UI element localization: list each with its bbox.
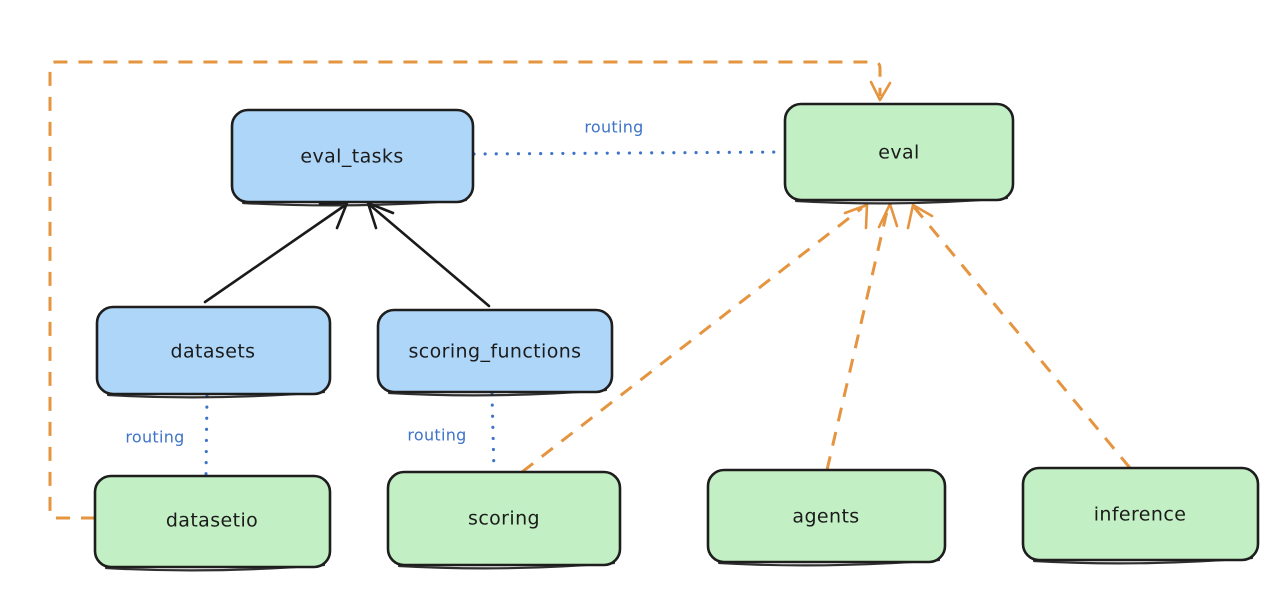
node-scoring-functions-label: scoring_functions [409,341,582,363]
arrowhead-inference-eval [906,203,934,230]
node-scoring-label: scoring [468,508,540,530]
edge-label-routing-eval-tasks: routing [584,118,643,137]
node-agents-box [706,468,947,564]
edge-datasets-eval-tasks [203,204,346,304]
edge-label-routing-scoring-functions: routing [407,426,466,445]
node-inference[interactable]: inference [1021,466,1260,565]
node-eval-tasks[interactable]: eval_tasks [230,108,475,207]
node-scoring-box [386,470,622,567]
node-datasets-box [95,305,332,396]
node-datasetio[interactable]: datasetio [93,474,332,572]
node-scoring-functions-box [376,308,614,394]
node-scoring[interactable]: scoring [386,470,622,570]
edge-eval-tasks-eval [472,150,786,156]
node-eval-tasks-label: eval_tasks [300,146,403,168]
node-eval-tasks-box [230,108,475,204]
node-agents[interactable]: agents [706,468,947,567]
node-eval[interactable]: eval [783,102,1015,205]
node-datasets-label: datasets [171,341,256,363]
node-scoring-functions[interactable]: scoring_functions [376,308,614,397]
edge-inference-eval [912,206,1132,469]
node-eval-box [783,102,1015,202]
node-inference-box [1021,466,1260,562]
arrowhead-datasetio-eval [869,80,892,102]
edge-label-routing-datasets: routing [125,428,184,447]
node-inference-label: inference [1094,504,1187,526]
edge-agents-eval [825,206,890,471]
edge-datasetio-eval [48,60,882,520]
edge-scoring-eval [521,206,863,474]
node-datasetio-box [93,474,332,569]
arrowhead-scoring-eval [843,203,869,230]
node-agents-label: agents [792,506,859,528]
node-datasets[interactable]: datasets [95,305,332,399]
edge-scoring-functions-eval-tasks [369,204,491,308]
node-datasetio-label: datasetio [166,510,258,532]
node-eval-label: eval [878,142,919,164]
